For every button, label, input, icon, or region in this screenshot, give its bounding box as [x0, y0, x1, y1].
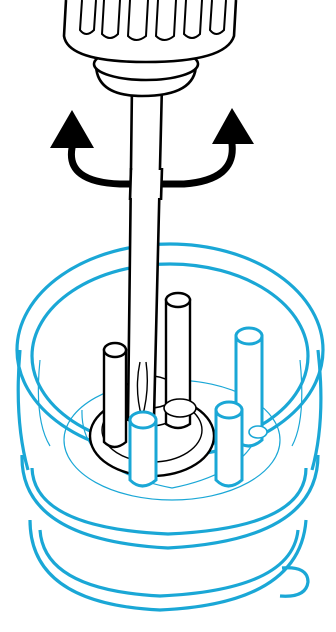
- screwdriver-icon: [64, 0, 236, 425]
